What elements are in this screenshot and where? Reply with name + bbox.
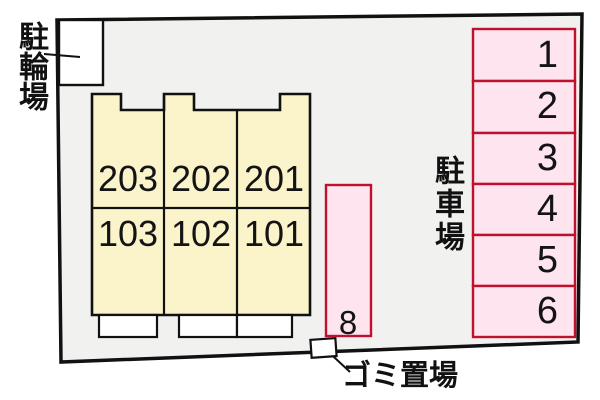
parking-number-2: 2 [536,85,558,127]
parking-space-8 [324,183,373,338]
unit-number-103: 103 [97,213,159,254]
car-parking-label: 駐車場 [430,155,463,254]
parking-space-2 [471,79,577,135]
parking-number-1: 1 [536,34,558,76]
parking-number-5: 5 [536,239,558,281]
garbage-area-box [309,336,338,359]
parking-number-6: 6 [536,290,558,332]
garbage-area-label: ゴミ置場 [342,360,459,392]
parking-space-5 [471,233,577,288]
parking-space-1 [471,27,577,83]
parking-space-6 [471,284,577,339]
parking-number-8: 8 [338,304,358,341]
bicycle-parking-leader-line [43,53,81,58]
unit-number-203: 203 [97,158,159,199]
parking-space-3 [471,131,577,186]
parking-space-4 [471,182,577,237]
bicycle-parking-label: 駐輪場 [14,21,47,111]
parking-number-4: 4 [536,188,558,230]
parking-spaces-column [471,27,577,339]
unit-number-201: 201 [243,158,305,199]
unit-number-101: 101 [243,213,305,254]
porch-2 [177,313,239,339]
unit-number-202: 202 [170,158,232,199]
unit-number-102: 102 [170,213,232,254]
porch-1 [97,313,159,339]
building-outline [90,92,312,317]
parking-number-3: 3 [536,137,558,179]
bicycle-parking-area [57,18,105,87]
porch-3 [235,313,294,339]
